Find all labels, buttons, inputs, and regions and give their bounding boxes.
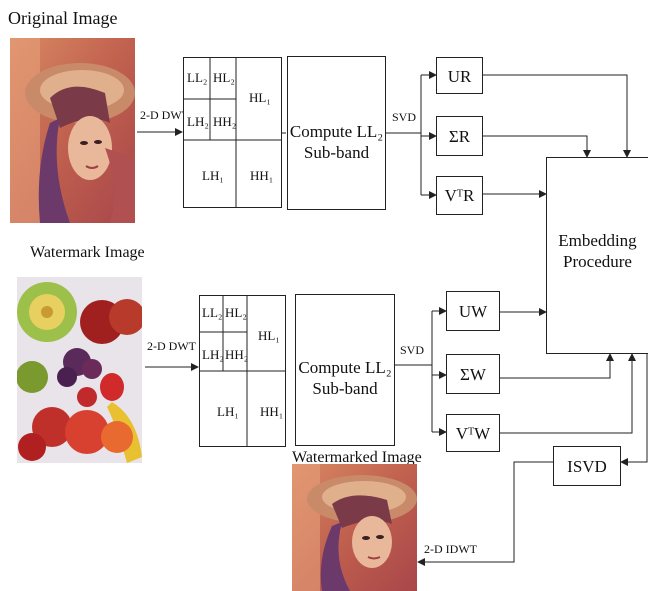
svd-label-bottom: SVD [400,343,425,357]
sigma-w-block: ΣW [446,354,500,394]
compute-bottom-line2: Sub-band [312,379,378,399]
subband-hl1: HL₁ [249,90,271,105]
vt-r-block: VᵀR [436,176,483,215]
subband-hl2-bottom: HL₂ [225,305,247,320]
subband-hl1-bottom: HL₁ [258,328,280,343]
original-image [10,38,135,223]
watermarked-image-title: Watermarked Image [292,449,422,466]
watermark-image-title: Watermark Image [30,244,145,261]
subband-hl2: HL₂ [213,70,235,85]
isvd-block: ISVD [553,446,621,486]
compute-top-line2: Sub-band [303,143,370,163]
watermark-image [17,277,142,463]
embedding-line1: Embedding [558,231,637,250]
svd-label-top: SVD [392,110,417,124]
embedding-procedure-block: Embedding Procedure [546,157,648,354]
dwt-subband-grid-top: LL₂ HL₂ LH₂ HH₂ HL₁ LH₁ HH₁ [183,57,282,208]
dwt-subband-grid-bottom: LL₂ HL₂ LH₂ HH₂ HL₁ LH₁ HH₁ [199,295,286,447]
embedding-line2: Procedure [563,252,632,272]
sigma-r-block: ΣR [436,116,483,156]
subband-lh2: LH₂ [187,114,209,129]
compute-bottom-line1: Compute LL₂ [298,358,392,377]
subband-ll2: LL₂ [187,70,208,85]
subband-lh1-bottom: LH₁ [217,404,239,419]
subband-ll2-bottom: LL₂ [202,305,223,320]
idwt-label: 2-D IDWT [424,542,477,556]
dwt-label-top: 2-D DWT [140,108,189,122]
subband-hh2: HH₂ [213,114,237,129]
subband-lh2-bottom: LH₂ [202,347,224,362]
uw-block: UW [446,291,500,331]
subband-hh1: HH₁ [250,168,274,183]
compute-top-line1: Compute LL₂ [289,122,384,141]
subband-hh2-bottom: HH₂ [225,347,249,362]
original-image-title: Original Image [8,8,118,28]
watermarked-image [292,464,417,591]
compute-ll2-block-top: Compute LL₂ Sub-band [287,56,386,210]
vt-w-block: VᵀW [446,414,500,452]
dwt-label-bottom: 2-D DWT [147,339,196,353]
subband-lh1: LH₁ [202,168,224,183]
subband-hh1-bottom: HH₁ [260,404,284,419]
ur-block: UR [436,57,483,94]
compute-ll2-block-bottom: Compute LL₂ Sub-band [295,294,395,446]
